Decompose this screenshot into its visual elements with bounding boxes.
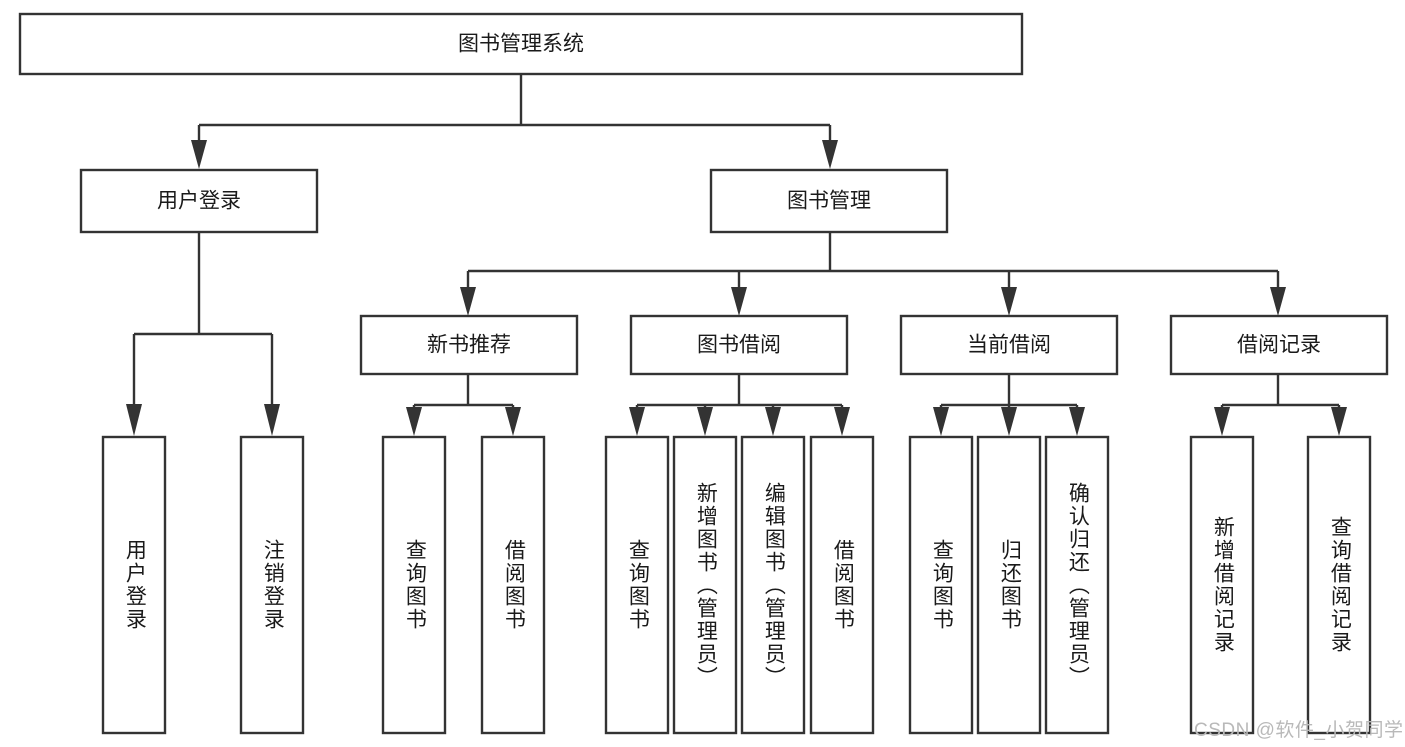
arrowhead-book-borrow xyxy=(731,287,747,316)
leaf-user-login-box[interactable] xyxy=(101,435,167,735)
leaf-user-logout-box[interactable] xyxy=(239,435,305,735)
arrowhead-leaf-borrow-book-2 xyxy=(834,407,850,436)
arrowhead-current-borrow xyxy=(1001,287,1017,316)
arrowhead-leaf-query-book-2 xyxy=(629,407,645,436)
arrowhead-user-login xyxy=(191,140,207,169)
node-new-book-recommend-box[interactable] xyxy=(359,314,579,376)
leaf-return-book-box[interactable] xyxy=(976,435,1042,735)
connector-group-current-borrow xyxy=(933,374,1085,436)
arrowhead-leaf-edit-book xyxy=(765,407,781,436)
arrowhead-leaf-confirm-return xyxy=(1069,407,1085,436)
arrowhead-leaf-add-record xyxy=(1214,407,1230,436)
leaf-add-record-box[interactable] xyxy=(1189,435,1255,735)
arrowhead-leaf-add-book xyxy=(697,407,713,436)
leaf-confirm-return-box[interactable] xyxy=(1044,435,1110,735)
node-book-borrow-box[interactable] xyxy=(629,314,849,376)
arrowhead-leaf-query-book-3 xyxy=(933,407,949,436)
leaf-query-book-3-box[interactable] xyxy=(908,435,974,735)
connector-group-user-login xyxy=(126,232,280,436)
arrowhead-leaf-query-record xyxy=(1331,407,1347,436)
arrowhead-leaf-user-login xyxy=(126,404,142,436)
node-book-management-label: 图书管理 xyxy=(787,190,871,213)
node-root-label: 图书管理系统 xyxy=(458,33,584,56)
arrowhead-new-book-recommend xyxy=(460,287,476,316)
leaf-query-book-1-box[interactable] xyxy=(381,435,447,735)
connector-group-book-management xyxy=(460,232,1286,316)
leaf-edit-book-box[interactable] xyxy=(740,435,806,735)
leaf-add-book-box[interactable] xyxy=(672,435,738,735)
arrowhead-book-management xyxy=(822,140,838,169)
node-user-login-box[interactable] xyxy=(79,168,319,234)
node-borrow-record-label: 借阅记录 xyxy=(1237,334,1321,357)
arrowhead-borrow-record xyxy=(1270,287,1286,316)
connector-group-borrow-record xyxy=(1214,374,1347,436)
node-book-management-box[interactable] xyxy=(709,168,949,234)
node-user-login-label: 用户登录 xyxy=(157,190,241,213)
node-root-box[interactable] xyxy=(18,12,1024,76)
connector-group-root xyxy=(191,74,838,169)
arrowhead-leaf-borrow-book-1 xyxy=(505,407,521,436)
leaf-borrow-book-2-box[interactable] xyxy=(809,435,875,735)
node-book-borrow-label: 图书借阅 xyxy=(697,334,781,357)
arrowhead-leaf-query-book-1 xyxy=(406,407,422,436)
node-current-borrow-box[interactable] xyxy=(899,314,1119,376)
connector-group-book-borrow xyxy=(629,374,850,436)
leaf-query-book-2-box[interactable] xyxy=(604,435,670,735)
arrowhead-leaf-return-book xyxy=(1001,407,1017,436)
connector-group-new-book-recommend xyxy=(406,374,521,436)
node-new-book-recommend-label: 新书推荐 xyxy=(427,334,511,357)
leaf-query-record-box[interactable] xyxy=(1306,435,1372,735)
arrowhead-leaf-user-logout xyxy=(264,404,280,436)
node-current-borrow-label: 当前借阅 xyxy=(967,334,1051,357)
leaf-borrow-book-1-box[interactable] xyxy=(480,435,546,735)
node-borrow-record-box[interactable] xyxy=(1169,314,1389,376)
csdn-watermark: CSDN @软件_小贺同学 xyxy=(1194,720,1404,741)
